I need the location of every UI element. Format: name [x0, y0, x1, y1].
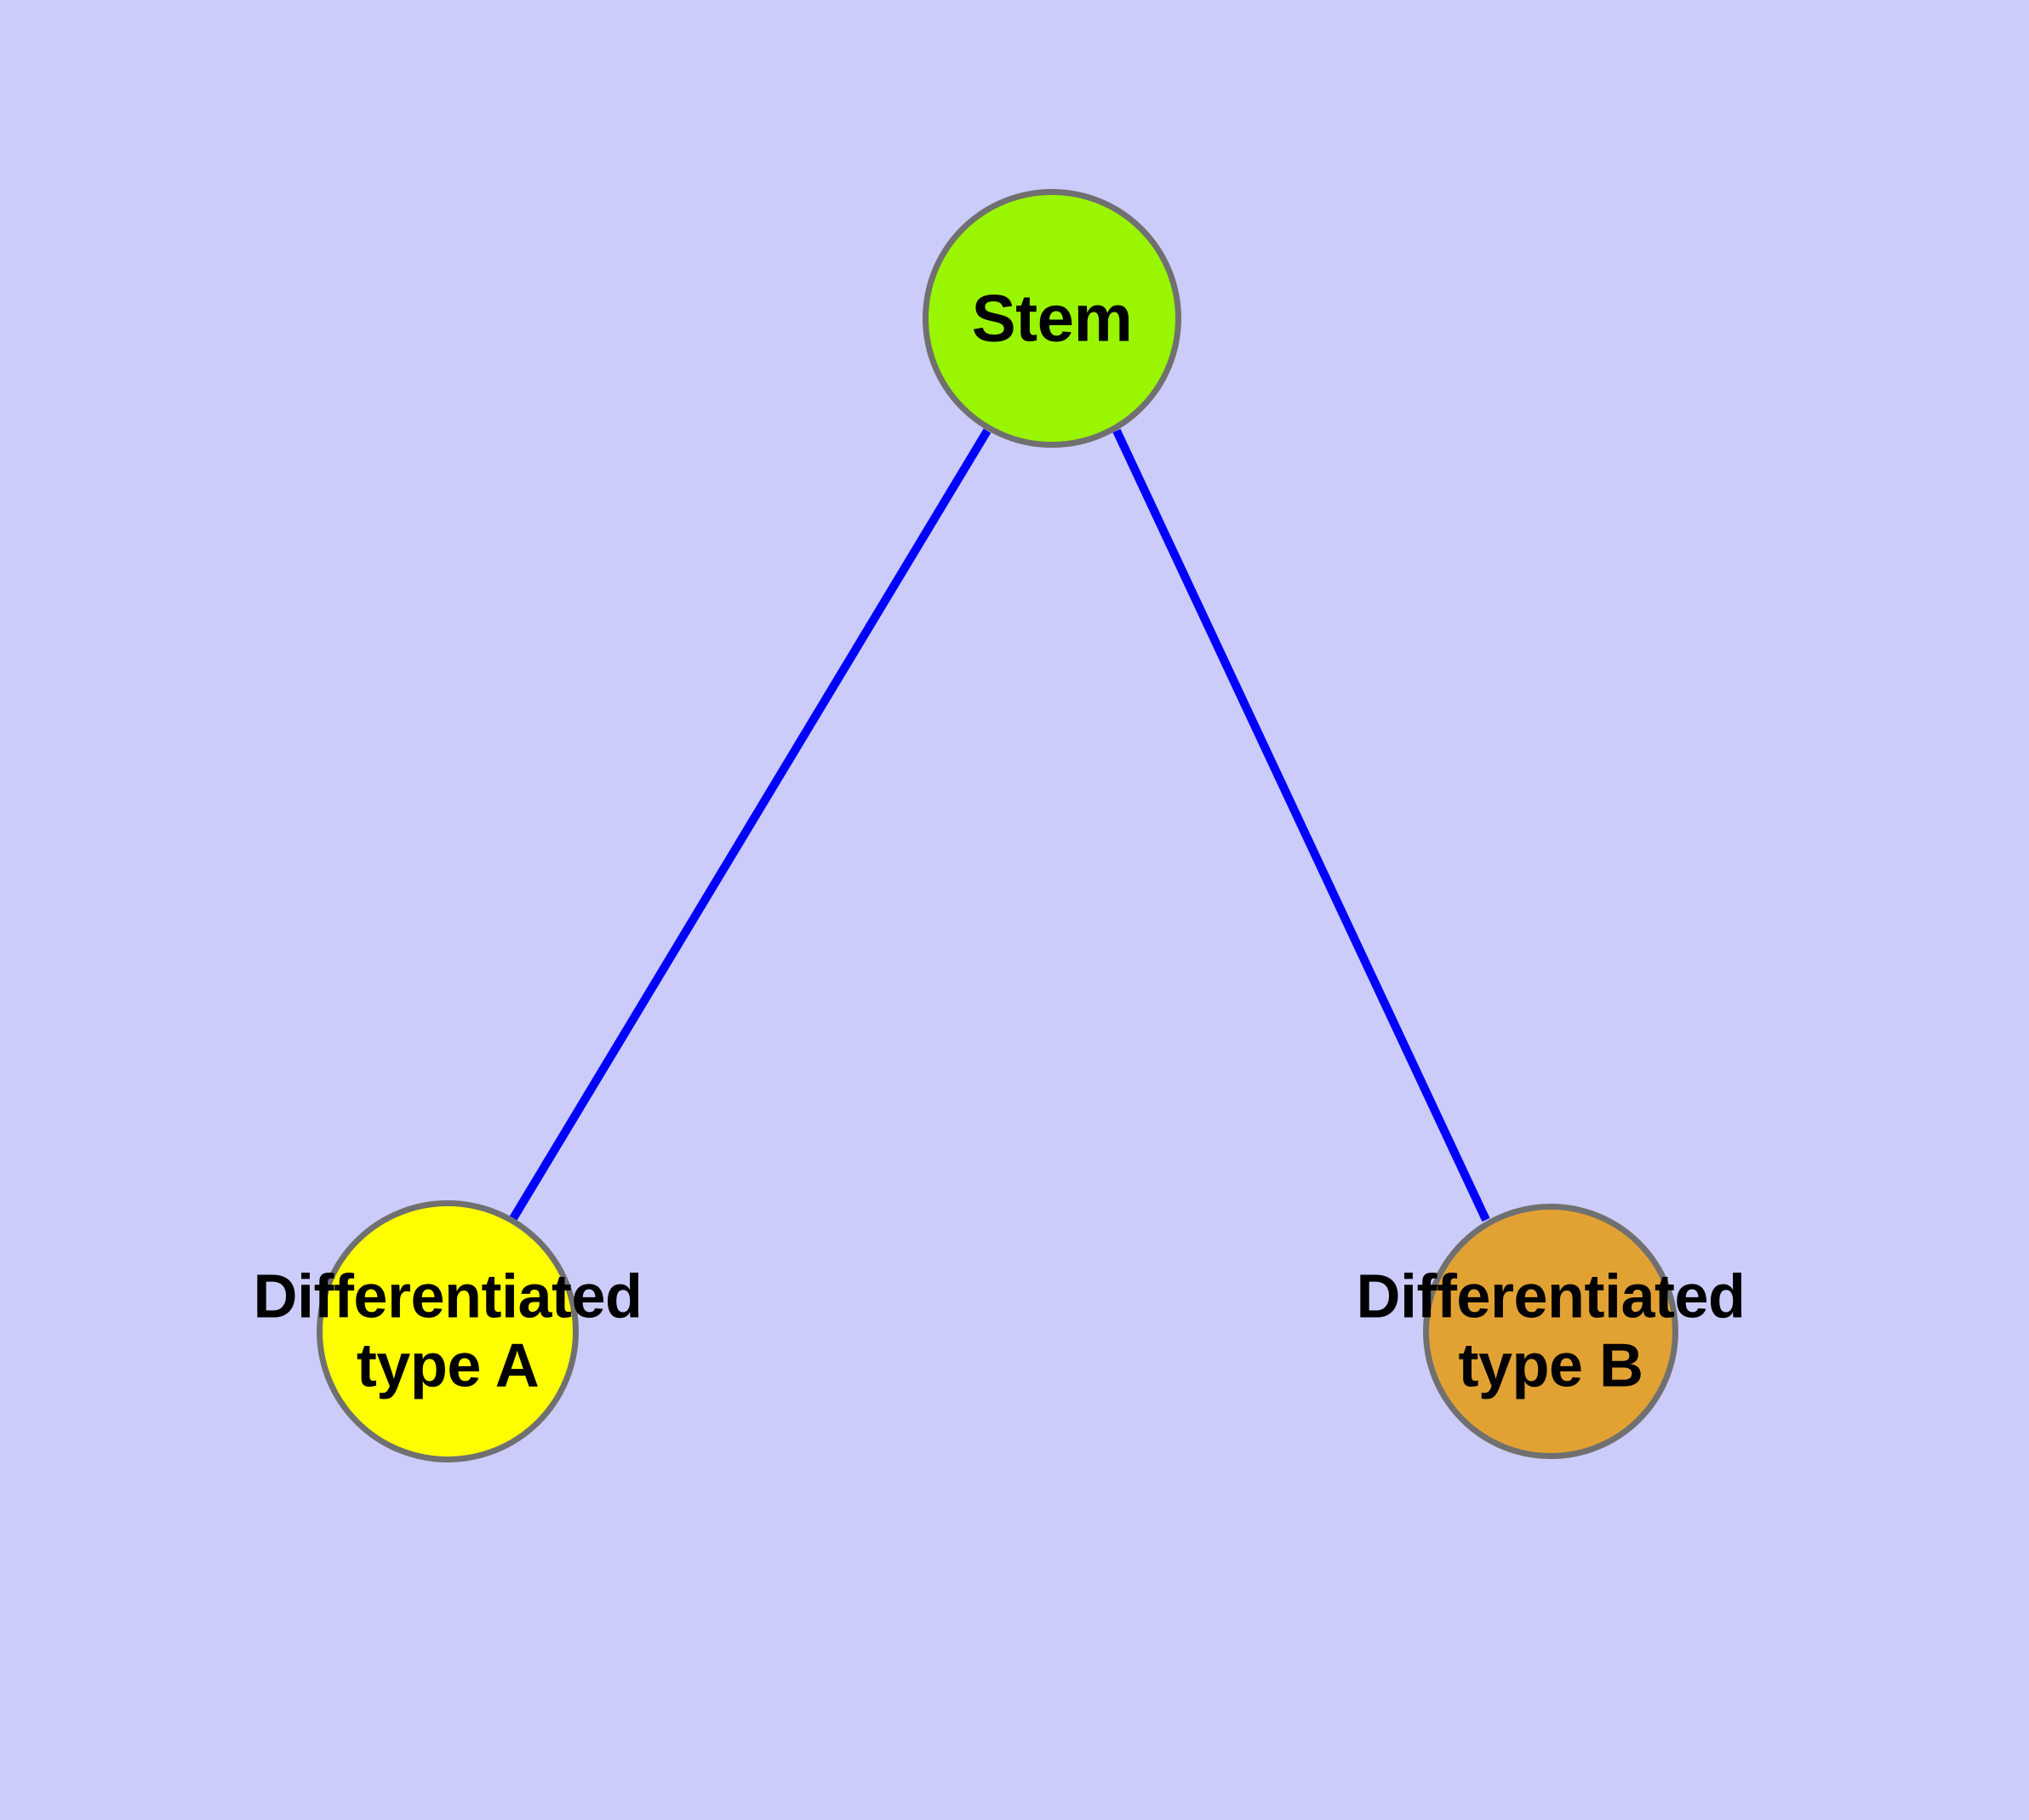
node-differentiated-type-a-circle[interactable] — [317, 1200, 579, 1462]
node-stem-circle[interactable] — [923, 189, 1181, 448]
edge-stem-to-differentiated-type-a[interactable] — [508, 428, 992, 1222]
node-stem-label: Stem — [971, 280, 1133, 356]
node-differentiated-type-b-circle[interactable] — [1423, 1204, 1678, 1459]
node-differentiated-type-b-label: Differentiated type B — [1356, 1262, 1746, 1399]
node-differentiated-type-a-label: Differentiated type A — [253, 1262, 643, 1399]
edge-stem-to-differentiated-type-b[interactable] — [1112, 428, 1490, 1222]
